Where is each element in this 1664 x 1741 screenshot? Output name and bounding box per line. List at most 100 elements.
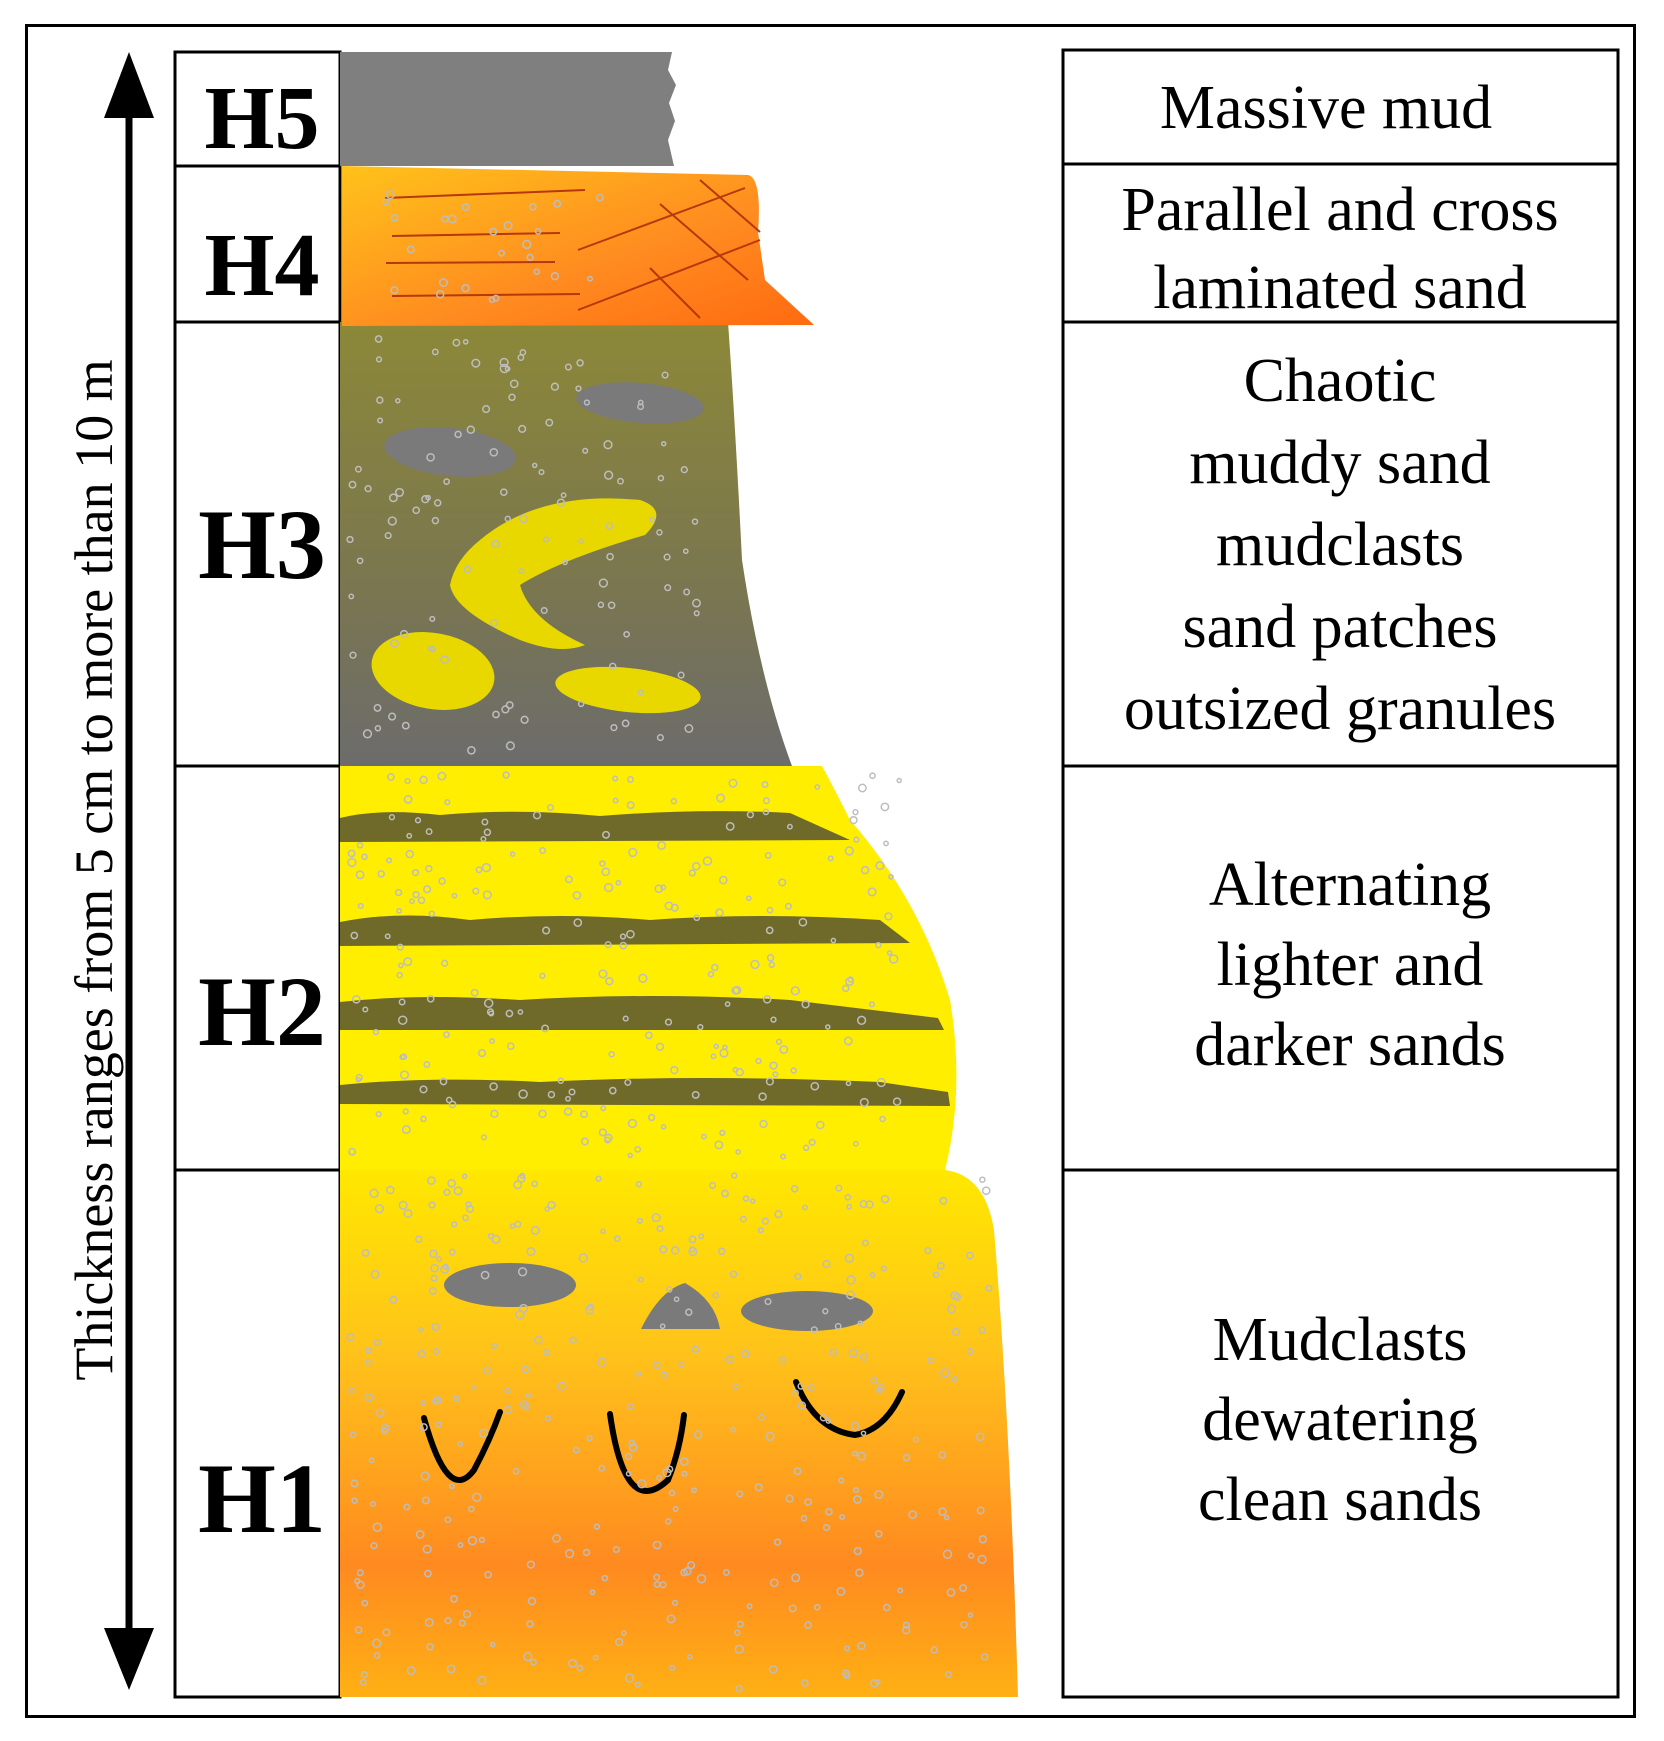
sand-grain (447, 1178, 456, 1188)
sand-grain (526, 1620, 534, 1628)
sand-grain (429, 1249, 438, 1259)
sand-grain (947, 1304, 957, 1314)
sand-grain (797, 1401, 807, 1410)
sand-grain (600, 1105, 607, 1112)
sand-grain (846, 1203, 852, 1210)
sand-grain (446, 1664, 456, 1674)
sand-grain (615, 1637, 624, 1647)
sand-grain (691, 518, 699, 525)
sand-grain (691, 1345, 700, 1353)
sand-grain (802, 1204, 808, 1211)
sand-grain (600, 1228, 606, 1235)
sand-grain (746, 1603, 753, 1610)
sand-grain (505, 741, 515, 751)
sand-grain (943, 1514, 950, 1521)
sand-grain (939, 1196, 948, 1205)
sand-grain (829, 1348, 838, 1357)
sand-grain (517, 1174, 526, 1183)
sand-grain (384, 532, 392, 540)
sand-grain (822, 1308, 829, 1315)
sand-grain (538, 469, 545, 476)
sand-grain (855, 1568, 864, 1577)
sand-grain (810, 1081, 820, 1091)
sand-grain (834, 1322, 842, 1330)
sand-grain (845, 977, 855, 987)
sand-grain (764, 1298, 772, 1306)
sand-grain (713, 1043, 719, 1049)
sand-grain (784, 902, 792, 910)
sand-grain (499, 488, 508, 497)
sand-grain (607, 601, 616, 610)
sand-grain (865, 1200, 874, 1209)
sand-grain (860, 1430, 867, 1437)
sand-grain (395, 398, 401, 404)
sand-grain (822, 1259, 831, 1269)
sand-grain (543, 1348, 550, 1356)
sand-grain (415, 1530, 425, 1539)
sand-grain (825, 1417, 832, 1424)
sand-grain (888, 874, 894, 880)
sand-grain (649, 516, 656, 523)
sand-grain (742, 1195, 750, 1202)
sand-grain (425, 494, 431, 501)
description-h2-line: lighter and (1217, 931, 1484, 999)
sand-grain (479, 1428, 489, 1438)
sand-grain (656, 1224, 664, 1233)
sand-grain (769, 1061, 778, 1070)
sand-grain (844, 1645, 850, 1652)
sand-grain (544, 1414, 552, 1422)
sand-grain (443, 1031, 450, 1038)
sand-grain (433, 499, 442, 507)
sand-grain (541, 1024, 550, 1033)
sand-grain (620, 1630, 627, 1636)
sand-grain (489, 1037, 496, 1044)
description-h2-line: darker sands (1194, 1011, 1506, 1079)
sand-grain (482, 890, 492, 900)
unit-h2-sand (340, 766, 957, 1170)
sand-grain (418, 1326, 424, 1333)
sand-grain (769, 1578, 779, 1588)
sand-grain (420, 1471, 430, 1481)
sand-grain (348, 1387, 355, 1395)
sand-grain (347, 849, 356, 858)
sand-grain (850, 1421, 860, 1431)
sand-grain (938, 1507, 947, 1516)
dark-sand-band (340, 811, 850, 842)
sand-grain (637, 403, 645, 411)
sand-grain (765, 926, 774, 935)
sand-grain (680, 466, 688, 474)
sand-grain (386, 1185, 395, 1195)
sand-grain (396, 971, 403, 979)
sand-grain (529, 202, 537, 211)
sand-grain (677, 671, 685, 679)
sand-grain (351, 1497, 358, 1504)
sand-grain (462, 338, 469, 345)
sand-grain (624, 1078, 632, 1086)
sand-grain (687, 1654, 693, 1660)
unit-code-h4: H4 (204, 216, 319, 315)
sand-grain (604, 941, 612, 949)
sand-grain (830, 937, 837, 944)
sand-grain (376, 396, 384, 404)
sand-grain (870, 1376, 878, 1385)
sand-grain (628, 1439, 636, 1447)
sand-grain (664, 584, 672, 592)
code-cell-h5 (173, 50, 342, 168)
sand-grain (452, 338, 461, 347)
sand-grain (583, 399, 591, 406)
sand-grain (736, 1620, 744, 1628)
sand-grain (400, 1053, 408, 1061)
sand-grain (596, 193, 604, 202)
sand-grain (608, 662, 617, 671)
sand-grain (853, 836, 860, 843)
sand-grain (975, 1432, 985, 1442)
sand-grain (431, 516, 440, 525)
sand-grain (430, 1274, 438, 1282)
sand-grain (414, 817, 422, 824)
sand-grain (360, 1671, 369, 1679)
sand-grain (382, 1628, 391, 1637)
sand-grain (589, 1589, 596, 1596)
sand-grain (480, 1134, 487, 1141)
sand-grain (509, 1223, 516, 1229)
sand-grain (398, 998, 406, 1006)
